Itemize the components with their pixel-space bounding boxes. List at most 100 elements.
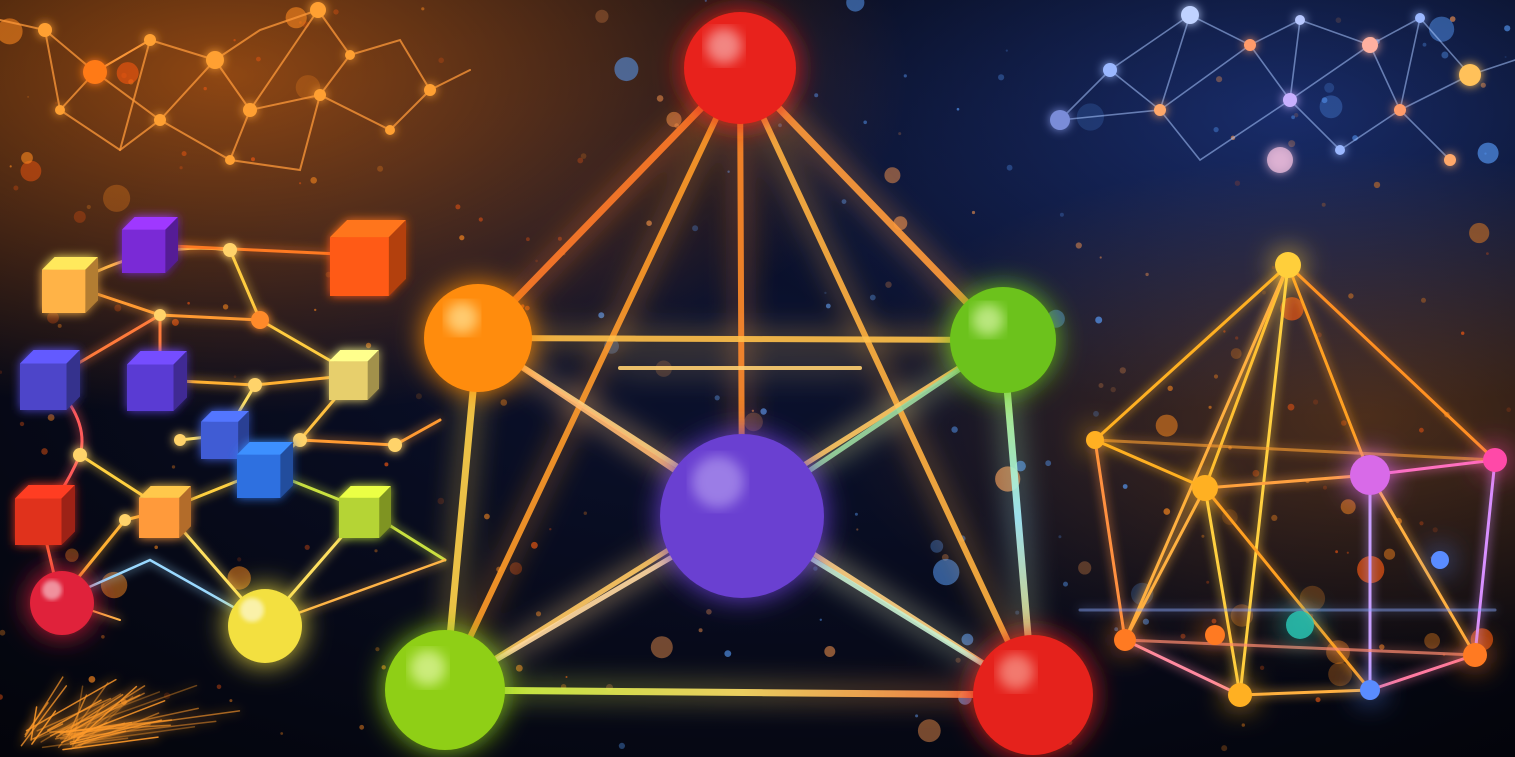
bokeh-dot bbox=[855, 513, 858, 516]
bokeh-dot bbox=[459, 235, 464, 240]
bokeh-dot bbox=[904, 74, 907, 77]
bokeh-dot bbox=[951, 426, 957, 432]
bokeh-dot bbox=[1007, 165, 1013, 171]
bokeh-dot bbox=[870, 295, 876, 301]
bokeh-dot bbox=[692, 225, 698, 231]
bokeh-dot bbox=[180, 166, 183, 169]
bokeh-dot bbox=[1291, 115, 1295, 119]
cube bbox=[139, 486, 191, 538]
bokeh-dot bbox=[619, 743, 625, 749]
bokeh-dot bbox=[1316, 697, 1321, 702]
bokeh-dot bbox=[234, 375, 237, 378]
bokeh-dot bbox=[1341, 499, 1356, 514]
cube bbox=[329, 350, 379, 400]
bokeh-dot bbox=[455, 204, 460, 209]
bokeh-dot bbox=[584, 512, 587, 515]
bokeh-dot bbox=[1235, 336, 1238, 339]
bokeh-dot bbox=[1461, 332, 1464, 335]
bokeh-dot bbox=[172, 319, 179, 326]
bokeh-dot bbox=[416, 393, 422, 399]
bokeh-dot bbox=[1324, 83, 1334, 93]
bokeh-dot bbox=[1379, 644, 1384, 649]
bokeh-dot bbox=[666, 112, 681, 127]
bokeh-dot bbox=[1421, 298, 1426, 303]
bokeh-dot bbox=[898, 132, 901, 135]
bokeh-dot bbox=[20, 422, 24, 426]
bokeh-dot bbox=[484, 514, 490, 520]
bokeh-dot bbox=[154, 546, 158, 550]
bokeh-dot bbox=[314, 309, 316, 311]
bokeh-dot bbox=[1058, 535, 1061, 538]
bokeh-dot bbox=[1201, 535, 1204, 538]
bokeh-dot bbox=[646, 220, 652, 226]
bokeh-dot bbox=[1100, 256, 1102, 258]
bokeh-dot bbox=[1323, 486, 1327, 490]
bokeh-dot bbox=[1336, 17, 1342, 23]
bokeh-dot bbox=[1335, 550, 1338, 553]
bokeh-dot bbox=[715, 395, 720, 400]
bokeh-dot bbox=[1156, 415, 1178, 437]
bokeh-dot bbox=[1015, 611, 1019, 615]
bokeh-dot bbox=[375, 647, 379, 651]
bokeh-dot bbox=[1120, 367, 1126, 373]
bokeh-dot bbox=[1429, 17, 1454, 42]
bokeh-dot bbox=[1504, 25, 1510, 31]
bokeh-dot bbox=[101, 635, 105, 639]
bokeh-dot bbox=[933, 559, 959, 585]
red-sphere bbox=[30, 571, 94, 635]
bokeh-dot bbox=[549, 528, 551, 530]
bokeh-dot bbox=[1341, 420, 1347, 426]
bokeh-dot bbox=[1045, 460, 1051, 466]
bokeh-dot bbox=[885, 282, 891, 288]
bokeh-dot bbox=[699, 628, 703, 632]
bokeh-dot bbox=[223, 304, 228, 309]
bokeh-dot bbox=[187, 302, 190, 305]
bokeh-dot bbox=[280, 732, 283, 735]
bokeh-dot bbox=[55, 102, 57, 104]
bokeh-dot bbox=[479, 217, 483, 221]
bokeh-dot bbox=[1078, 561, 1091, 574]
bokeh-dot bbox=[1288, 140, 1295, 147]
bokeh-dot bbox=[251, 157, 255, 161]
apex-node bbox=[1275, 252, 1301, 278]
bokeh-dot bbox=[1374, 182, 1380, 188]
bottom-left-green-sphere bbox=[385, 630, 505, 750]
bokeh-dot bbox=[1322, 203, 1326, 207]
bokeh-dot bbox=[374, 549, 377, 552]
top-red-sphere bbox=[684, 12, 796, 124]
bokeh-dot bbox=[820, 619, 822, 621]
bokeh-dot bbox=[1168, 386, 1173, 391]
bokeh-dot bbox=[1145, 273, 1148, 276]
bokeh-dot bbox=[103, 185, 130, 212]
bokeh-dot bbox=[1423, 43, 1427, 47]
bokeh-dot bbox=[1313, 399, 1318, 404]
bokeh-dot bbox=[566, 676, 568, 678]
bokeh-dot bbox=[1419, 428, 1424, 433]
bokeh-dot bbox=[1076, 242, 1082, 248]
bokeh-dot bbox=[826, 304, 831, 309]
bokeh-dot bbox=[1424, 633, 1440, 649]
center-purple-sphere bbox=[660, 434, 824, 598]
bokeh-dot bbox=[27, 96, 29, 98]
bokeh-dot bbox=[438, 498, 445, 505]
bokeh-dot bbox=[1060, 213, 1064, 217]
bokeh-dot bbox=[526, 237, 530, 241]
bokeh-dot bbox=[510, 562, 522, 574]
bokeh-dot bbox=[1506, 407, 1511, 412]
bottom-right-red-sphere bbox=[973, 635, 1093, 755]
bokeh-dot bbox=[21, 152, 33, 164]
bokeh-dot bbox=[1214, 374, 1218, 378]
bokeh-dot bbox=[13, 186, 18, 191]
bokeh-dot bbox=[1288, 404, 1295, 411]
bokeh-dot bbox=[65, 549, 78, 562]
bokeh-dot bbox=[310, 177, 317, 184]
bokeh-dot bbox=[972, 211, 975, 214]
bokeh-dot bbox=[1272, 266, 1275, 269]
bokeh-dot bbox=[918, 719, 941, 742]
bokeh-dot bbox=[962, 634, 974, 646]
bokeh-dot bbox=[1347, 552, 1349, 554]
bokeh-dot bbox=[1209, 406, 1212, 409]
bokeh-dot bbox=[204, 87, 207, 90]
bokeh-dot bbox=[595, 10, 608, 23]
bokeh-dot bbox=[58, 324, 62, 328]
